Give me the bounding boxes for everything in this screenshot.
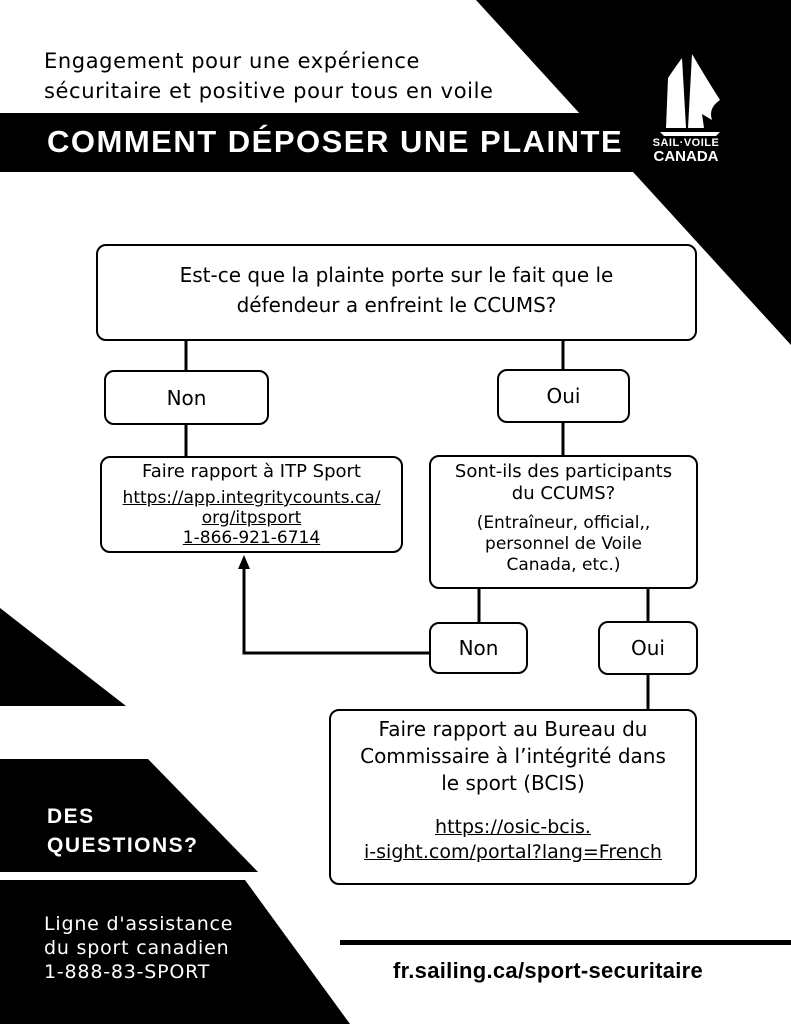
tagline: Engagement pour une expérience sécuritai…: [44, 46, 494, 106]
participants-note-line1: (Entraîneur, official,,: [476, 513, 651, 533]
question-line2: défendeur a enfreint le CCUMS?: [236, 293, 557, 317]
questions-line1: DES: [47, 805, 95, 828]
bottom-rule: [340, 940, 791, 945]
itp-link-line2[interactable]: org/itpsport: [201, 508, 302, 528]
bcis-line3: le sport (BCIS): [441, 771, 585, 795]
left-triangle: [0, 608, 126, 706]
title-banner: [0, 113, 637, 172]
question-line1: Est-ce que la plainte porte sur le fait …: [179, 263, 614, 287]
questions-line2: QUESTIONS?: [47, 834, 199, 857]
participants-note-line2: personnel de Voile: [485, 534, 642, 554]
logo-line1: SAIL·VOILE: [652, 137, 720, 149]
helpline: Ligne d'assistance du sport canadien 1-8…: [44, 912, 233, 984]
logo-wordmark: SAIL·VOILE CANADA: [646, 136, 726, 164]
top-right-triangle: [476, 0, 791, 345]
helpline-line1: Ligne d'assistance: [44, 913, 234, 935]
answer-no-label: Non: [166, 385, 207, 410]
sailboat-maple-leaf-icon: [660, 54, 720, 136]
answer2-no-box: Non: [429, 622, 528, 674]
answer2-yes-box: Oui: [598, 621, 698, 675]
bcis-line1: Faire rapport au Bureau du: [378, 717, 648, 741]
tagline-line1: Engagement pour une expérience: [44, 49, 421, 73]
flowchart-connectors: [184, 341, 650, 709]
participants-line1: Sont-ils des participants: [454, 461, 673, 482]
helpline-phone: 1-888-83-SPORT: [44, 961, 211, 983]
tagline-line2: sécuritaire et positive pour tous en voi…: [44, 79, 494, 103]
bcis-box: Faire rapport au Bureau du Commissaire à…: [329, 709, 697, 885]
itp-sport-box: Faire rapport à ITP Sport https://app.in…: [100, 456, 403, 553]
answer2-no-label: Non: [458, 636, 499, 660]
website-link[interactable]: fr.sailing.ca/sport-securitaire: [393, 958, 704, 983]
bcis-link-line2[interactable]: i-sight.com/portal?lang=French: [364, 841, 662, 863]
itp-title: Faire rapport à ITP Sport: [142, 461, 361, 482]
participants-line2: du CCUMS?: [511, 483, 616, 504]
bottom-left-block: [0, 880, 350, 1024]
itp-phone: 1-866-921-6714: [182, 528, 321, 548]
questions-heading: DES QUESTIONS?: [47, 802, 199, 860]
helpline-line2: du sport canadien: [44, 937, 230, 959]
left-band: [0, 759, 258, 872]
connector-no-to-itp-arrow: [242, 568, 429, 655]
answer2-yes-label: Oui: [631, 636, 665, 660]
itp-link-line1[interactable]: https://app.integritycounts.ca/: [122, 488, 381, 508]
bcis-link-line1[interactable]: https://osic-bcis.: [435, 816, 591, 838]
answer-yes-box: Oui: [497, 369, 630, 423]
answer-yes-label: Oui: [546, 384, 581, 408]
page-title: COMMENT DÉPOSER UNE PLAINTE: [47, 124, 624, 159]
participants-note-line3: Canada, etc.): [506, 555, 621, 575]
answer-no-box: Non: [104, 370, 269, 425]
logo-line2: CANADA: [653, 148, 719, 165]
participants-box: Sont-ils des participants du CCUMS? (Ent…: [429, 455, 698, 589]
bcis-line2: Commissaire à l’intégrité dans: [360, 744, 666, 768]
question-box: Est-ce que la plainte porte sur le fait …: [96, 244, 697, 341]
arrowhead-icon: [238, 555, 250, 569]
